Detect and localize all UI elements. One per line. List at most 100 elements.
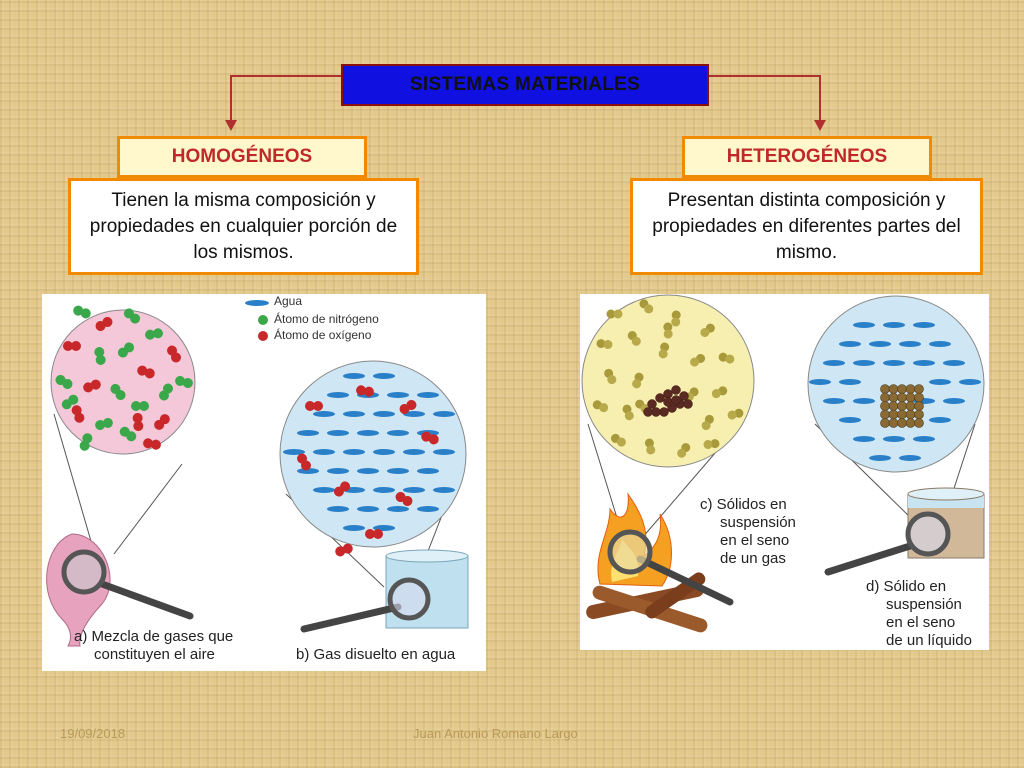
water-molecule: [433, 487, 455, 493]
water-molecule: [387, 506, 409, 512]
nitrogen-molecule: [73, 305, 91, 319]
homogeneous-description: Tienen la misma composición y propiedade…: [68, 178, 419, 275]
solid-particle: [905, 384, 916, 394]
title-box: SISTEMAS MATERIALES: [341, 64, 709, 106]
oxygen-molecule: [421, 431, 439, 445]
water-molecule: [327, 506, 349, 512]
water-molecule: [357, 506, 379, 512]
heterogeneous-illustration-panel: c) Sólidos en suspensión en el seno de u…: [580, 294, 989, 650]
solid-particle: [897, 384, 907, 394]
water-molecule: [387, 468, 409, 474]
solid-particle: [659, 407, 669, 417]
arrow-left: [230, 75, 341, 122]
gas-molecule: [658, 342, 670, 359]
heterogeneous-heading: HETEROGÉNEOS: [682, 136, 932, 178]
gas-molecule: [711, 386, 728, 399]
solid-particle: [651, 407, 661, 417]
water-molecule: [417, 506, 439, 512]
caption-c-line2: suspensión: [720, 514, 796, 531]
water-molecule: [343, 411, 365, 417]
gas-molecule: [604, 368, 617, 385]
gas-molecule: [727, 408, 744, 420]
water-molecule: [403, 449, 425, 455]
solid-particle: [897, 409, 907, 420]
solid-particle: [671, 395, 681, 405]
homogeneous-heading: HOMOGÉNEOS: [117, 136, 367, 178]
solid-particle: [914, 409, 924, 420]
solid-particle: [880, 418, 890, 428]
water-molecule: [883, 322, 905, 328]
nitrogen-molecule: [110, 383, 126, 401]
oxygen-molecule: [71, 405, 85, 423]
caption-c-line4: de un gas: [720, 550, 786, 567]
water-molecule: [853, 398, 875, 404]
water-molecule: [883, 360, 905, 366]
caption-c-line3: en el seno: [720, 532, 790, 549]
caption-a-line2: constituyen el aire: [94, 646, 215, 663]
water-molecule: [433, 411, 455, 417]
solid-particle: [914, 384, 924, 394]
water-molecule: [913, 360, 935, 366]
water-molecule: [327, 468, 349, 474]
water-molecule: [959, 379, 981, 385]
water-molecule: [357, 430, 379, 436]
water-molecule: [373, 411, 395, 417]
footer-date: 19/09/2018: [60, 726, 126, 741]
water-molecule: [839, 341, 861, 347]
legend-nitrogen-swatch: [258, 315, 268, 325]
gas-particles: [592, 299, 744, 458]
magnifier-a-lens: [61, 549, 107, 595]
caption-d-line2: suspensión: [886, 596, 962, 613]
nitrogen-molecule: [61, 394, 79, 410]
water-molecule: [853, 322, 875, 328]
water-molecule: [869, 341, 891, 347]
solid-particle: [679, 391, 689, 401]
oxygen-molecule: [356, 385, 374, 397]
caption-d-line1: d) Sólido en: [866, 578, 947, 595]
water-molecule: [823, 360, 845, 366]
oxygen-molecule: [154, 414, 170, 430]
oxygen-molecules-in-water: [297, 385, 439, 557]
oxygen-molecule: [95, 317, 113, 331]
water-molecule: [313, 449, 335, 455]
gas-molecule: [639, 299, 654, 314]
solid-particle: [905, 418, 916, 428]
nitrogen-molecule: [145, 328, 163, 340]
gas-molecule: [596, 339, 613, 350]
nitrogen-molecule: [123, 308, 141, 324]
water-molecule: [929, 341, 951, 347]
gas-molecule: [703, 439, 720, 449]
water-molecule: [433, 449, 455, 455]
water-molecule: [403, 411, 425, 417]
solid-particle: [914, 392, 924, 403]
magnifier-c-lens: [607, 529, 653, 575]
water-molecule: [313, 487, 335, 493]
solid-particle: [905, 409, 916, 420]
water-molecule: [373, 449, 395, 455]
caption-d-line3: en el seno: [886, 614, 956, 631]
gas-molecule: [644, 438, 656, 455]
water-molecule: [417, 468, 439, 474]
nitrogen-molecule: [79, 433, 93, 451]
caption-c: c) Sólidos en suspensión en el seno de u…: [700, 496, 796, 568]
magnifier-c-handle: [636, 555, 734, 606]
nitrogen-molecule: [95, 417, 113, 431]
legend-water-swatch: [245, 300, 269, 306]
water-molecule: [373, 373, 395, 379]
magnifier-b-lens: [387, 577, 431, 621]
solid-particle-block: [880, 384, 924, 428]
gas-molecule: [610, 433, 626, 447]
heterogeneous-description-text: Presentan distinta composición y propied…: [652, 189, 961, 263]
nitrogen-molecule: [94, 347, 106, 365]
gas-in-water-zoom-circle: [279, 360, 467, 548]
water-molecule: [883, 436, 905, 442]
solid-particle: [897, 401, 907, 411]
oxygen-molecule: [137, 365, 155, 379]
water-molecules: [283, 373, 455, 531]
arrow-right-head: [814, 120, 826, 131]
nitrogen-molecule: [55, 375, 73, 389]
magnifier-d-lens: [905, 511, 951, 557]
footer-author: Juan Antonio Romano Largo: [413, 726, 578, 741]
homogeneous-illustration-panel: Agua Átomo de nitrógeno Átomo de oxígeno…: [42, 294, 486, 671]
